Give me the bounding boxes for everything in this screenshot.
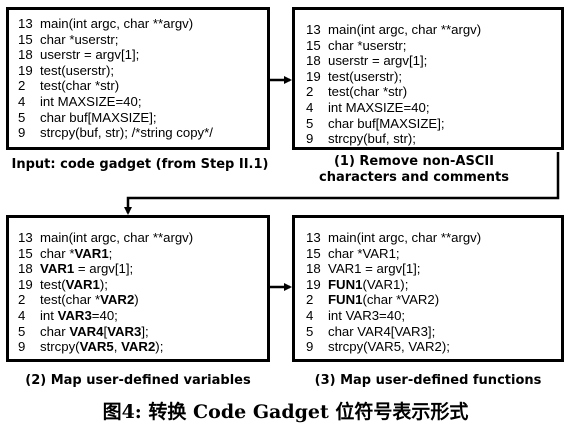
code-line: 15 char *userstr; [18,31,119,47]
code-text: 2 test(char * [18,292,101,308]
code-text: 13 main(int argc, char **argv) [306,230,482,245]
code-text: 4 int VAR3=40; [306,307,406,323]
mapped-identifier: FUN1 [328,292,363,308]
code-line: 15 char *VAR1; [18,246,267,262]
code-text: 15 char *VAR1; [306,245,400,261]
code-line: 15 char *userstr; [306,37,407,53]
code-text: ]; [141,323,149,339]
code-line: 18 userstr = argv[1]; [306,53,428,69]
step1-code-lines: 13 main(int argc, char **argv)15 char *u… [295,10,561,147]
code-line: 18 VAR1 = argv[1]; [18,261,267,277]
code-line: 13 main(int argc, char **argv) [18,16,194,31]
step2-caption: (2) Map user-defined variables [25,373,251,388]
mapped-identifier: VAR2 [100,292,135,308]
code-line: 13 main(int argc, char **argv) [306,230,561,246]
figure-title: 图4: 转换 Code Gadget 位符号表示形式 [102,401,469,423]
arrow-step1-to-step2 [124,152,560,215]
step1-code-box: 13 main(int argc, char **argv)15 char *u… [292,7,564,150]
code-line: 2 FUN1(char *VAR2) [306,292,561,308]
code-line: 19 test(userstr); [306,68,403,84]
code-text: 18 VAR1 = argv[1]; [306,261,421,277]
code-text: [ [103,323,108,339]
code-line: 19 FUN1(VAR1); [306,277,561,293]
code-line: 9 strcpy(VAR5, VAR2); [306,339,561,355]
input-code-box: 13 main(int argc, char **argv)15 char *u… [6,7,270,150]
code-line: 5 char buf[MAXSIZE]; [306,115,445,131]
mapped-identifier: VAR4 [69,323,104,339]
step2-code-box: 13 main(int argc, char **argv)15 char *V… [6,215,270,362]
code-line: 5 char VAR4[VAR3]; [18,324,267,340]
code-text: , [113,339,122,355]
code-line: 9 strcpy(VAR5, VAR2); [18,339,267,355]
code-text: 5 char [18,323,70,339]
code-line: 9 strcpy(buf, str); /*string copy*/ [18,125,213,141]
mapped-identifier: FUN1 [328,276,363,292]
code-line: 13 main(int argc, char **argv) [306,22,482,37]
mapped-identifier: VAR3 [107,323,142,339]
code-text: 13 main(int argc, char **argv) [18,230,194,245]
code-text: =40; [91,307,118,323]
code-text: (VAR1); [362,276,409,292]
code-text: 18 [18,261,40,277]
code-text: 9 strcpy( [18,339,80,355]
code-text: 4 int [18,307,58,323]
code-line: 13 main(int argc, char **argv) [18,230,267,246]
code-line: 4 int VAR3=40; [18,308,267,324]
code-line: 19 test(userstr); [18,62,115,78]
code-line: 15 char *VAR1; [306,246,561,262]
step2-code-lines: 13 main(int argc, char **argv)15 char *V… [9,218,267,355]
code-line: 2 test(char *VAR2) [18,292,267,308]
code-text: ; [108,245,113,261]
code-text: 5 char VAR4[VAR3]; [306,323,436,339]
mapped-identifier: VAR1 [74,245,109,261]
code-line: 4 int MAXSIZE=40; [306,99,430,115]
code-line: 5 char buf[MAXSIZE]; [18,109,157,125]
code-text: = argv[1]; [74,261,134,277]
code-line: 18 userstr = argv[1]; [18,47,140,63]
mapped-identifier: VAR1 [40,261,75,277]
code-text: 19 test( [18,276,66,292]
code-text: ) [134,292,139,308]
code-line: 2 test(char *str) [306,84,408,100]
mapped-identifier: VAR5 [79,339,114,355]
step3-caption: (3) Map user-defined functions [314,373,542,388]
code-line: 19 test(VAR1); [18,277,267,293]
input-code-lines: 13 main(int argc, char **argv)15 char *u… [9,10,267,141]
step3-code-box: 13 main(int argc, char **argv)15 char *V… [292,215,564,362]
mapped-identifier: VAR2 [121,339,156,355]
code-line: 5 char VAR4[VAR3]; [306,324,561,340]
code-text: ); [155,339,164,355]
code-line: 2 test(char *str) [18,78,120,94]
code-text: 2 [306,292,328,308]
code-text: (char *VAR2) [362,292,440,308]
code-text: 15 char * [18,245,75,261]
code-line: 4 int MAXSIZE=40; [18,93,142,109]
code-line: 9 strcpy(buf, str); [306,131,416,147]
code-line: 18 VAR1 = argv[1]; [306,261,561,277]
code-line: 4 int VAR3=40; [306,308,561,324]
input-caption: Input: code gadget (from Step II.1) [11,157,269,172]
code-text: ); [99,276,108,292]
mapped-identifier: VAR3 [57,307,92,323]
step1-caption: (1) Remove non-ASCII characters and comm… [319,154,509,185]
step3-code-lines: 13 main(int argc, char **argv)15 char *V… [295,218,561,355]
mapped-identifier: VAR1 [65,276,100,292]
code-text: 9 strcpy(VAR5, VAR2); [306,339,450,355]
code-text: 19 [306,276,328,292]
